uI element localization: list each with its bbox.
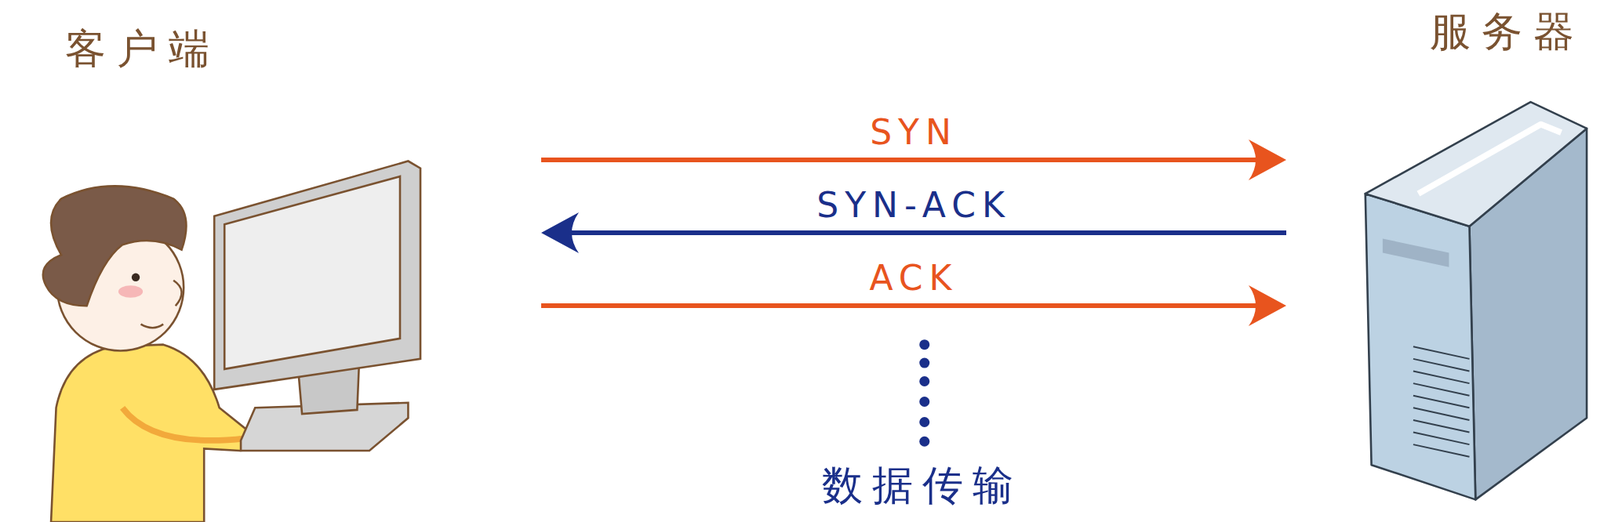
continuation-dots [919,339,930,448]
server-node: 服务器 [1286,0,1599,522]
phase-label: 数据传输 [821,458,1023,514]
message-label: SYN-ACK [813,185,1015,226]
client-monitor [214,161,421,451]
server-tower [1365,101,1587,500]
node-heading: 客户端 [65,21,221,77]
node-heading: 服务器 [1429,4,1586,60]
message-label: SYN [866,112,961,153]
client-node: 客户端 [0,0,542,522]
message-label: ACK [866,258,962,299]
